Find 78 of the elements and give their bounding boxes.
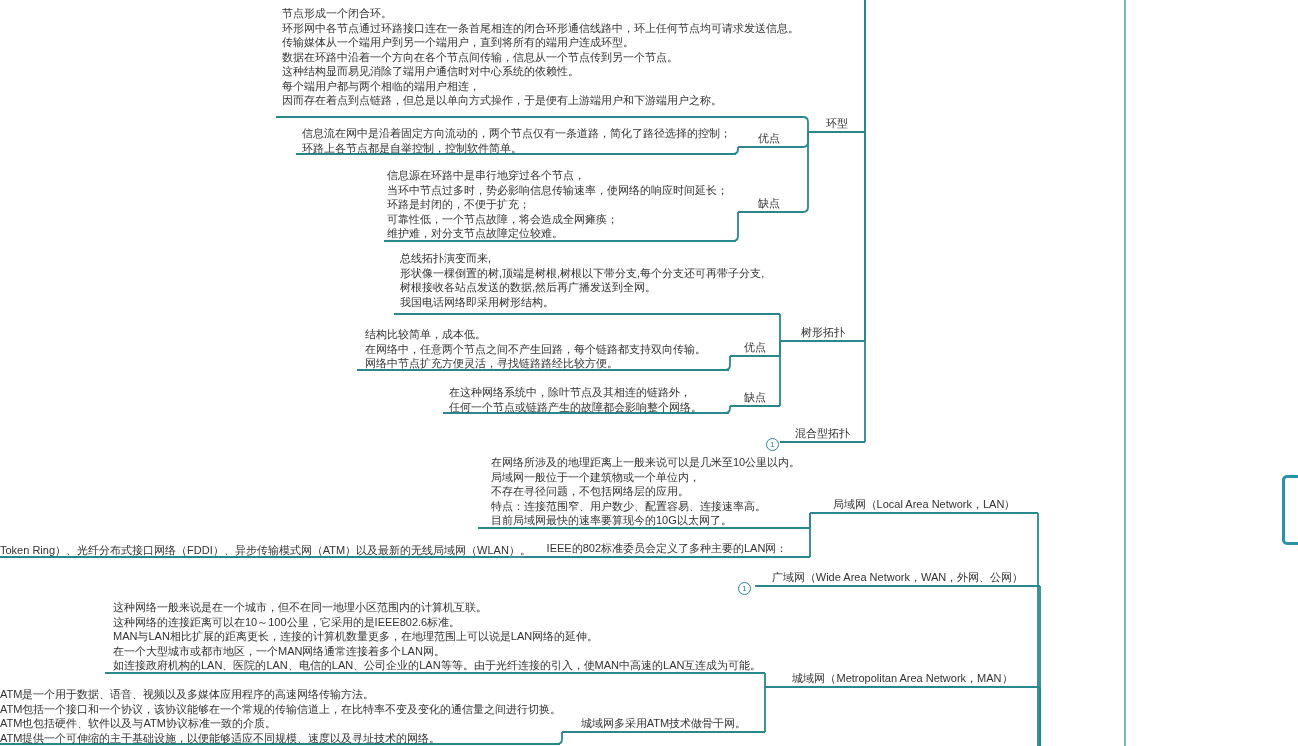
note-text: ATM包括一个接口和一个协议，该协议能够在一个常规的传输信道上，在比特率不变及变化的通信量之间进行切换。 — [0, 701, 562, 716]
connector — [1037, 512, 1039, 746]
topic-label: 缺点 — [743, 390, 767, 405]
note-text: 目前局域网最快的速率要算现今的10G以太网了。 — [491, 513, 732, 528]
note-text: MAN与LAN相比扩展的距离更长，连接的计算机数量更多，在地理范围上可以说是LAN网络的延伸。 — [113, 629, 599, 644]
note-underline — [296, 124, 736, 155]
note-text: 环形网中各节点通过环路接口连在一条首尾相连的闭合环形通信线路中，环上任何节点均可请求发送信息。 — [282, 20, 799, 35]
note-text: 数据在环路中沿着一个方向在各个节点间传输，信息从一个节点传到另一个节点。 — [282, 49, 678, 64]
note-text: 在网络中，任意两个节点之间不产生回路，每个链路都支持双向传输。 — [365, 341, 706, 356]
connector — [799, 116, 809, 133]
note-text: 每个端用户都与两个相临的端用户相连， — [282, 78, 480, 93]
note-text: 当环中节点过多时，势必影响信息传输速率，使网络的响应时间延长； — [387, 182, 728, 197]
note-text: ATM也包括硬件、软件以及与ATM协议标准一致的介质。 — [0, 716, 276, 731]
note-text: 节点形成一个闭合环。 — [282, 6, 392, 21]
note-text: 环路上各节点都是自举控制，控制软件简单。 — [302, 140, 522, 155]
topic-label: 缺点 — [757, 196, 781, 211]
note-text: Token Ring）、光纤分布式接口网络（FDDI）、异步传输模式网（ATM）以及最新的无线局域网（WLAN）。 — [0, 543, 531, 558]
note-text: 树根接收各站点发送的数据,然后再广播发送到全网。 — [400, 280, 657, 295]
note-text: 在一个大型城市或都市地区，一个MAN网络通常连接着多个LAN网。 — [113, 643, 445, 658]
connector — [556, 731, 563, 745]
connector — [1039, 686, 1041, 746]
topic-underline — [730, 340, 780, 357]
note-text: ATM提供一个可伸缩的主干基础设施，以便能够适应不同规模、速度以及寻址技术的网络。 — [0, 730, 441, 745]
note-text: 在网络所涉及的地理距离上一般来说可以是几米至10公里以内。 — [491, 455, 801, 470]
topic-underline — [738, 196, 800, 213]
note-text: 特点：连接范围窄、用户数少、配置容易、连接速率高。 — [491, 498, 766, 513]
note-text: 这种网络的连接距离可以在10～100公里，它采用的是IEEE802.6标准。 — [113, 614, 461, 629]
note-text: 信息源在环路中是串行地穿过各个节点， — [387, 168, 585, 183]
topic-label: 树形拓扑 — [799, 325, 846, 340]
note-text: 我国电话网络即采用树形结构。 — [400, 294, 554, 309]
topic-underline — [730, 390, 780, 407]
topic-underline — [562, 716, 765, 733]
topic-label: 局域网（Local Area Network，LAN） — [831, 497, 1017, 512]
note-text: 网络中节点扩充方便灵活，寻找链路路经比较方便。 — [365, 356, 618, 371]
note-text: 结构比较简单，成本低。 — [365, 327, 486, 342]
note-text: 这种结构显而易见消除了端用户通信时对中心系统的依赖性。 — [282, 64, 579, 79]
topic-label: 环型 — [824, 116, 849, 131]
topic-label: 城域网（Metropolitan Area Network，MAN） — [791, 671, 1014, 686]
note-text: 总线拓扑演变而来, — [400, 251, 492, 266]
note-text: 形状像一棵倒置的树,顶端是树根,树根以下带分支,每个分支还可再带子分支, — [400, 265, 765, 280]
topic-label: 混合型拓扑 — [794, 426, 851, 441]
connector — [732, 211, 739, 242]
connector — [764, 686, 766, 733]
topic-underline — [810, 497, 1038, 514]
topic-underline — [780, 325, 865, 342]
connector — [724, 355, 731, 371]
topic-label: IEEE的802标准委员会定义了多种主要的LAN网： — [545, 541, 789, 556]
connector — [809, 512, 811, 558]
topic-label: 优点 — [757, 131, 781, 146]
connector — [864, 0, 866, 443]
note-text: 这种网络一般来说是在一个城市，但不在同一地理小区范围内的计算机互联。 — [113, 600, 487, 615]
count-badge: 1 — [766, 438, 779, 451]
connector — [724, 405, 731, 414]
connector — [779, 340, 781, 407]
connector — [764, 672, 766, 688]
connector — [779, 313, 781, 342]
connector — [507, 556, 525, 558]
topic-label: 优点 — [743, 340, 767, 355]
topic-underline — [808, 116, 865, 133]
note-text: 不存在寻径问题，不包括网络层的应用。 — [491, 484, 689, 499]
note-text: 信息流在网中是沿着固定方向流动的，两个节点仅有一条道路，简化了路径选择的控制； — [302, 126, 731, 141]
note-text: 环路是封闭的，不便于扩充； — [387, 197, 530, 212]
count-badge: 1 — [738, 582, 751, 595]
note-text: 局域网一般位于一个建筑物或一个单位内， — [491, 469, 700, 484]
note-text: ATM是一个用于数据、语音、视频以及多媒体应用程序的高速网络传输方法。 — [0, 687, 375, 702]
note-text: 维护难，对分支节点故障定位较难。 — [387, 226, 563, 241]
note-text: 在这种网络系统中，除叶节点及其相连的链路外， — [449, 385, 691, 400]
topic-underline — [524, 541, 810, 558]
note-text: 因而存在着点到点链路，但总是以单向方式操作，于是便有上游端用户和下游端用户之称。 — [282, 93, 722, 108]
topic-underline — [765, 671, 1040, 688]
topic-label: 城域网多采用ATM技术做骨干网。 — [579, 716, 748, 731]
topic-label: 广域网（Wide Area Network，WAN，外网、公网） — [770, 570, 1025, 585]
note-text: 任何一个节点或链路产生的故障都会影响整个网络。 — [449, 399, 702, 414]
note-text: 可靠性低，一个节点故障，将会造成全网瘫痪； — [387, 211, 618, 226]
note-text: 如连接政府机构的LAN、医院的LAN、电信的LAN、公司企业的LAN等等。由于光纤连接的引入，使MAN中高速的LAN互连成为可能。 — [113, 658, 762, 673]
note-text: 传输媒体从一个端用户到另一个端用户，直到将所有的端用户连成环型。 — [282, 35, 634, 50]
connector — [732, 146, 739, 155]
topic-underline — [738, 131, 800, 148]
